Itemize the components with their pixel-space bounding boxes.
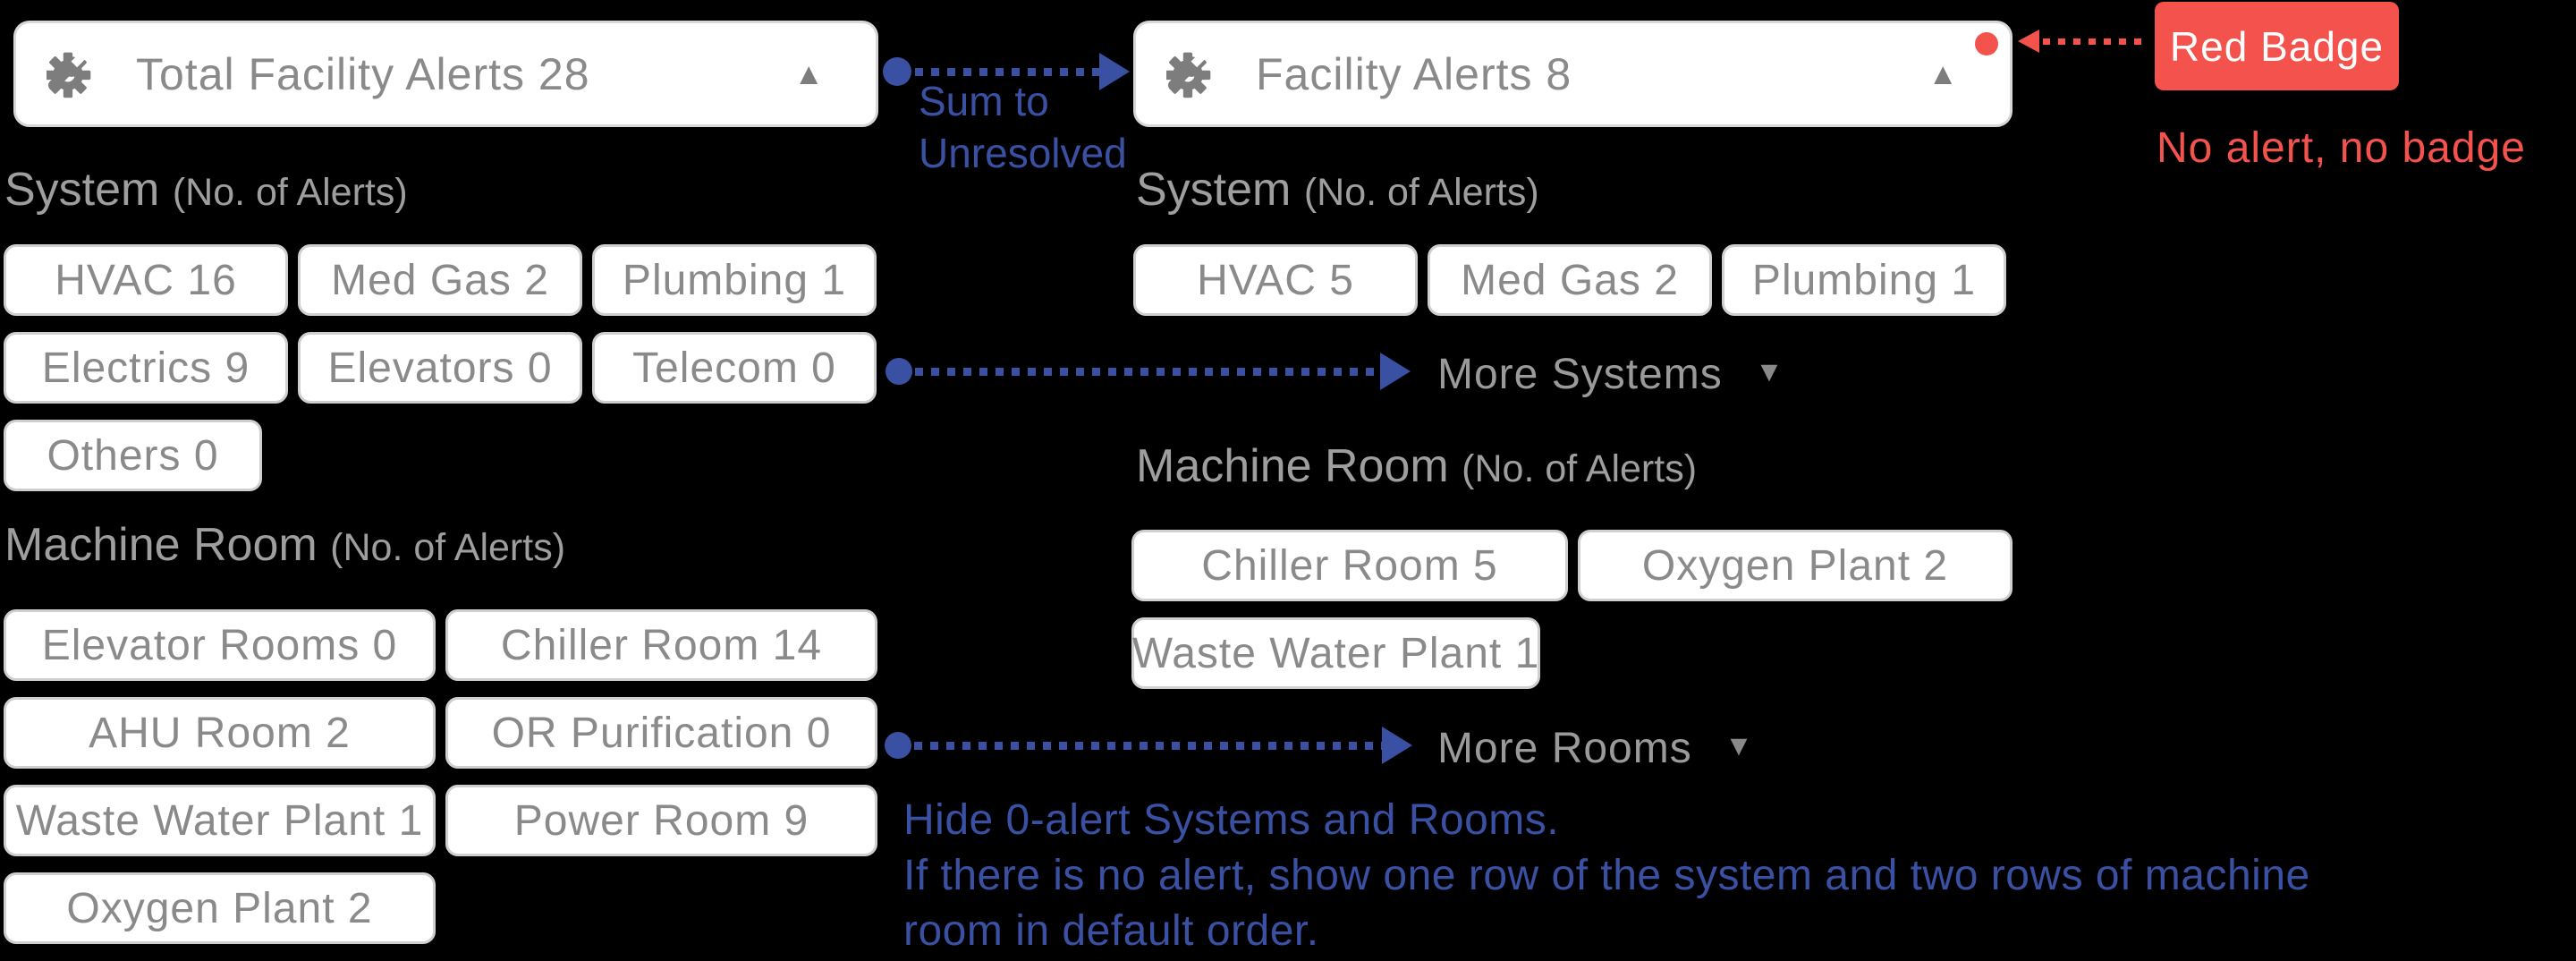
machine-room-button-waste-water-plant-1[interactable]: Waste Water Plant 1 [1131,617,1540,689]
more-systems-arrow-start-dot [886,358,912,385]
system-button-elevators-0[interactable]: Elevators 0 [298,332,582,404]
sum-to-unresolved-label: Sum to Unresolved [919,75,1127,179]
more-rooms-label: More Rooms [1437,725,1692,772]
behavior-note: Hide 0-alert Systems and Rooms. If there… [903,793,2310,959]
chevron-down-icon: ▼ [1724,729,1754,761]
sum-arrow-start-dot [883,57,911,86]
red-badge-callout: Red Badge [2155,2,2399,90]
chevron-down-icon: ▼ [1755,355,1784,387]
system-section-header: System (No. of Alerts) [4,164,408,217]
section-suffix: (No. of Alerts) [1462,447,1698,490]
section-suffix: (No. of Alerts) [1303,171,1539,214]
section-title: Machine Room [4,519,318,571]
more-systems-label: More Systems [1437,351,1723,398]
more-rooms-arrow-head-icon [1382,727,1412,764]
more-rooms-link[interactable]: More Rooms ▼ [1432,723,1759,774]
system-button-plumbing-1[interactable]: Plumbing 1 [592,244,877,316]
sum-label-line1: Sum to [919,78,1049,124]
collapse-arrow-icon[interactable]: ▲ [1922,58,1963,90]
more-rooms-arrow-start-dot [885,732,911,759]
section-title: System [4,164,160,216]
no-badge-note: No alert, no badge [2157,124,2526,172]
system-button-med-gas-2[interactable]: Med Gas 2 [298,244,582,316]
note-line3: room in default order. [903,907,1319,955]
section-suffix: (No. of Alerts) [330,526,566,569]
facility-alerts-panel[interactable]: Facility Alerts 8 ▲ [1133,21,2012,127]
system-button-electrics-9[interactable]: Electrics 9 [4,332,288,404]
system-section-header: System (No. of Alerts) [1136,164,1539,217]
machine-room-button-waste-water-plant-1[interactable]: Waste Water Plant 1 [4,785,436,856]
machine-room-button-or-purification-0[interactable]: OR Purification 0 [445,697,877,769]
gear-wrench-maintenance-icon [1166,52,1211,98]
gear-wrench-maintenance-icon [47,52,91,98]
machine-room-button-ahu-room-2[interactable]: AHU Room 2 [4,697,436,769]
panel-title: Facility Alerts 8 [1256,48,1572,99]
more-systems-arrow-dotted-line [915,368,1380,376]
machine-room-section-header: Machine Room (No. of Alerts) [1136,440,1697,494]
more-systems-link[interactable]: More Systems ▼ [1432,349,1790,400]
system-button-hvac-16[interactable]: HVAC 16 [4,244,288,316]
note-line2: If there is no alert, show one row of th… [903,852,2310,899]
more-rooms-arrow-dotted-line [914,742,1382,750]
more-systems-arrow-head-icon [1380,353,1411,390]
system-button-others-0[interactable]: Others 0 [4,420,262,491]
machine-room-button-chiller-room-14[interactable]: Chiller Room 14 [445,609,877,681]
red-badge-arrow-dotted-line [2043,38,2148,45]
machine-room-button-oxygen-plant-2[interactable]: Oxygen Plant 2 [4,872,436,944]
section-title: System [1136,164,1292,216]
machine-room-button-power-room-9[interactable]: Power Room 9 [445,785,877,856]
total-facility-alerts-panel[interactable]: Total Facility Alerts 28 ▲ [13,21,878,127]
sum-arrow-head-icon [1099,53,1130,90]
section-title: Machine Room [1136,440,1449,492]
red-badge-arrow-head-icon [2018,30,2039,53]
sum-label-line2: Unresolved [919,130,1127,176]
system-button-med-gas-2[interactable]: Med Gas 2 [1428,244,1712,316]
sum-arrow-dotted-line [915,68,1099,76]
system-button-telecom-0[interactable]: Telecom 0 [592,332,877,404]
machine-room-button-elevator-rooms-0[interactable]: Elevator Rooms 0 [4,609,436,681]
section-suffix: (No. of Alerts) [172,171,408,214]
machine-room-button-oxygen-plant-2[interactable]: Oxygen Plant 2 [1578,530,2012,601]
panel-title: Total Facility Alerts 28 [136,48,590,99]
alert-badge-dot [1975,32,1998,55]
system-button-hvac-5[interactable]: HVAC 5 [1133,244,1418,316]
note-line1: Hide 0-alert Systems and Rooms. [903,796,1560,844]
machine-room-section-header: Machine Room (No. of Alerts) [4,519,565,573]
machine-room-button-chiller-room-5[interactable]: Chiller Room 5 [1131,530,1568,601]
collapse-arrow-icon[interactable]: ▲ [788,58,829,90]
system-button-plumbing-1[interactable]: Plumbing 1 [1722,244,2006,316]
